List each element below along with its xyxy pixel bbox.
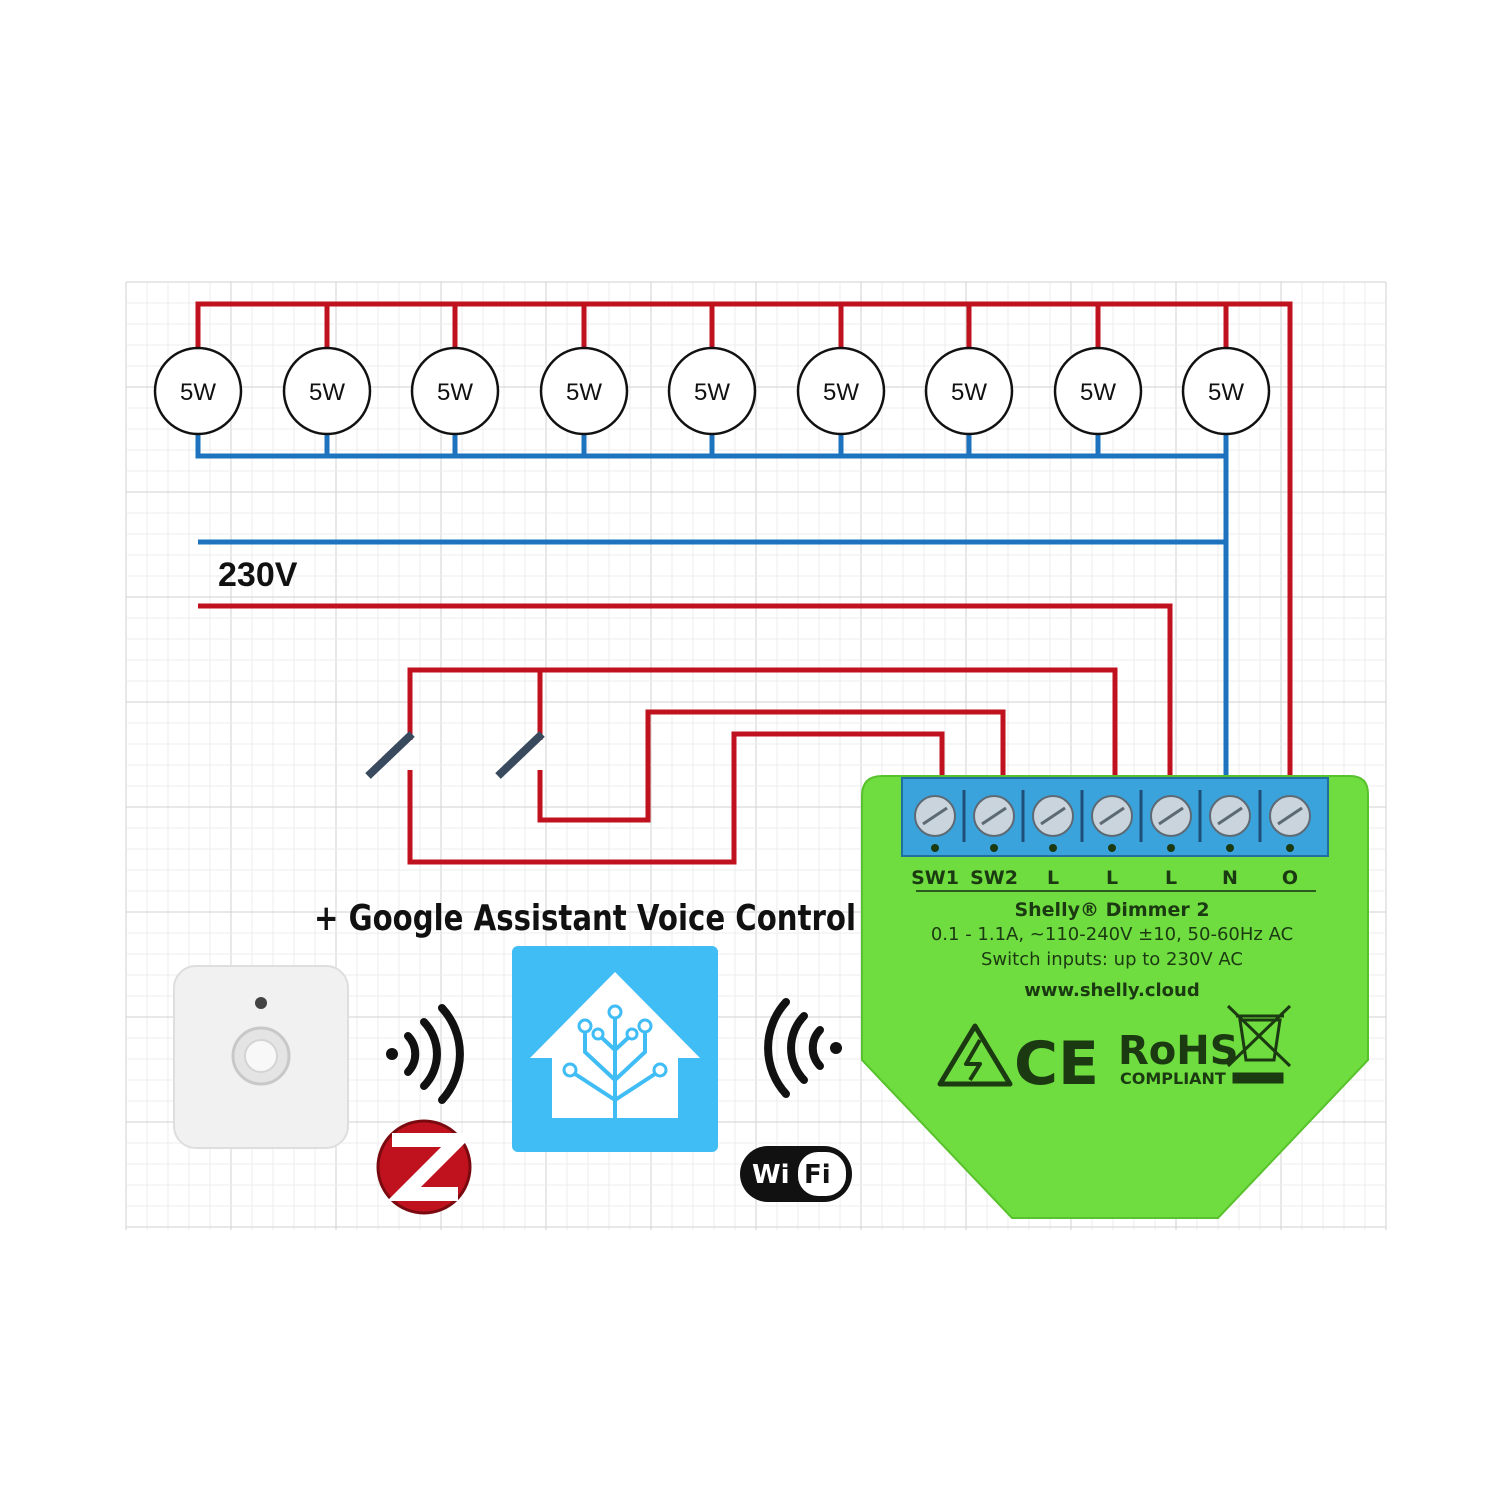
lamp-label: 5W — [1080, 379, 1116, 406]
terminal-screw[interactable] — [1091, 795, 1133, 852]
lamp-row: 5W 5W 5W 5W 5W 5W 5W 5W 5W — [153, 346, 1271, 436]
rohs-mark: RoHS — [1118, 1028, 1239, 1074]
tree-node-dots — [562, 1004, 668, 1078]
wall-switch-2[interactable] — [495, 731, 545, 779]
terminal-label: SW1 — [911, 867, 959, 889]
lamp: 5W — [539, 346, 629, 436]
ce-mark: CE — [1014, 1029, 1099, 1099]
terminal-screw[interactable] — [1269, 795, 1311, 852]
lamp: 5W — [1053, 346, 1143, 436]
device-url: www.shelly.cloud — [1024, 980, 1199, 1001]
lamp-circle — [1053, 346, 1143, 436]
terminal-dot — [931, 844, 939, 852]
terminal-screw[interactable] — [1150, 795, 1192, 852]
terminal-label: L — [1047, 867, 1059, 889]
screw-slot — [1217, 806, 1243, 826]
lamp: 5W — [153, 346, 243, 436]
motion-sensor — [173, 965, 349, 1149]
terminal-dot — [1108, 844, 1116, 852]
switch1-return — [407, 731, 945, 865]
lamp-circle — [282, 346, 372, 436]
lamp: 5W — [667, 346, 757, 436]
terminal-dot — [990, 844, 998, 852]
terminal-screw[interactable] — [973, 795, 1015, 852]
lamp-circle — [539, 346, 629, 436]
terminal-screw[interactable] — [1209, 795, 1251, 852]
terminal-labels: SW1 SW2 L L L N O — [911, 867, 1298, 889]
terminal-dot — [1167, 844, 1175, 852]
switch-loop-outer — [407, 667, 1118, 780]
voice-control-title: + Google Assistant Voice Control — [314, 898, 856, 939]
terminal-screw[interactable] — [914, 795, 956, 852]
lamp-label: 5W — [1208, 379, 1244, 406]
terminal-dot — [1286, 844, 1294, 852]
lamp: 5W — [796, 346, 886, 436]
terminal-label: L — [1165, 867, 1177, 889]
lamp-circle — [796, 346, 886, 436]
lamp-circle — [924, 346, 1014, 436]
lamp-label: 5W — [951, 379, 987, 406]
wifi-logo-left: Wi — [752, 1160, 790, 1190]
lamp-label: 5W — [309, 379, 345, 406]
lamp-circle — [667, 346, 757, 436]
lamp-circle — [410, 346, 500, 436]
screw-slot — [981, 806, 1007, 826]
shelly-dimmer-device: SW1 SW2 L L L N O Shelly® Dimmer 2 0.1 - 1.1A,… — [861, 775, 1369, 1219]
device-body — [861, 775, 1369, 1219]
lamp: 5W — [282, 346, 372, 436]
live-feed-230v — [198, 603, 1173, 780]
screw-slot — [1099, 806, 1125, 826]
lamp-label: 5W — [566, 379, 602, 406]
lamp-circle — [153, 346, 243, 436]
lamp: 5W — [924, 346, 1014, 436]
lamp-label: 5W — [437, 379, 473, 406]
lamp-label: 5W — [180, 379, 216, 406]
device-inputs: Switch inputs: up to 230V AC — [981, 949, 1243, 970]
weee-bin-icon — [1226, 1004, 1292, 1084]
terminal-label: SW2 — [970, 867, 1018, 889]
screw-slot — [922, 806, 948, 826]
home-assistant-logo — [512, 946, 718, 1152]
zigbee-logo-icon — [376, 1119, 475, 1215]
terminal-label: N — [1222, 867, 1238, 889]
zigbee-signal-icon — [386, 1004, 464, 1104]
device-rating: 0.1 - 1.1A, ~110-240V ±10, 50-60Hz AC — [931, 924, 1293, 945]
supply-voltage-label: 230V — [218, 556, 298, 594]
terminal-dot — [1049, 844, 1057, 852]
lamp-label: 5W — [694, 379, 730, 406]
screw-slot — [1277, 806, 1303, 826]
wall-switches — [365, 731, 545, 779]
lamp-live-drops — [195, 304, 1229, 348]
lamp: 5W — [1181, 346, 1271, 436]
wifi-logo-icon: Wi Fi — [740, 1146, 852, 1202]
switch2-return — [537, 709, 1006, 823]
sensor-led-icon — [255, 997, 267, 1009]
device-name: Shelly® Dimmer 2 — [1014, 899, 1209, 921]
warning-triangle-icon — [937, 1023, 1013, 1087]
terminal-screw[interactable] — [1032, 795, 1074, 852]
lamp: 5W — [410, 346, 500, 436]
lamp-circle — [1181, 346, 1271, 436]
lamp-label: 5W — [823, 379, 859, 406]
wall-switch-1[interactable] — [365, 731, 415, 779]
terminal-dot — [1226, 844, 1234, 852]
screw-slot — [1158, 806, 1184, 826]
screw-slot — [1040, 806, 1066, 826]
rohs-compliant: COMPLIANT — [1120, 1069, 1226, 1088]
terminal-label: L — [1106, 867, 1118, 889]
lamp-neutral-drops — [195, 434, 1229, 456]
wifi-logo-right: Fi — [804, 1160, 831, 1190]
terminal-screws — [914, 790, 1311, 852]
wifi-signal-icon — [764, 998, 842, 1098]
terminal-label: O — [1282, 867, 1298, 889]
